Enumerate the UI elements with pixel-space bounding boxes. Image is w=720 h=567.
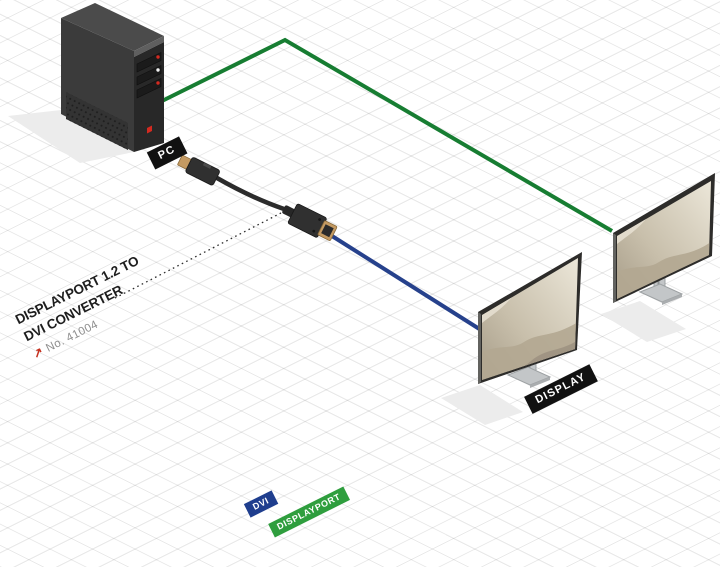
converter-adapter <box>177 154 338 241</box>
bay-led-red-2 <box>156 81 160 85</box>
displayport-plug <box>177 154 220 186</box>
displayport-plug-latch <box>202 162 212 169</box>
dvi-cable-line <box>330 234 483 332</box>
monitor-1-frame-side <box>478 312 481 384</box>
pc-tower-chamfer <box>134 36 164 57</box>
monitor-2-shadow <box>601 301 686 342</box>
dvi-plug-screw-1 <box>318 218 321 221</box>
leader-dotted-line <box>114 212 282 299</box>
adapter-cable <box>214 175 287 212</box>
bay-led-red-1 <box>156 55 160 59</box>
pc-tower <box>61 3 164 152</box>
monitor-1-shadow <box>441 385 523 425</box>
displayport-plug-body <box>185 157 220 186</box>
monitor-2-stand-base-edge <box>662 294 682 305</box>
monitor-1 <box>478 252 582 388</box>
bay-led-white <box>156 68 160 72</box>
pc-tower-shadow <box>8 110 134 163</box>
monitor-1-stand-base-edge <box>530 377 550 388</box>
pc-power-button <box>147 125 152 134</box>
dvi-plug-screw-2 <box>312 229 316 233</box>
dvi-plug-pins <box>321 224 334 238</box>
monitor-2 <box>613 173 715 305</box>
dvi-plug <box>282 203 338 241</box>
monitor-2-stand-slot <box>657 274 660 290</box>
shadows <box>8 110 686 425</box>
displayport-cable-line <box>161 37 614 233</box>
monitor-2-frame-side <box>613 233 616 303</box>
pc-tower-top-face <box>61 3 164 51</box>
pc-vent-holes <box>66 92 128 150</box>
pc-drive-bays <box>136 52 162 99</box>
